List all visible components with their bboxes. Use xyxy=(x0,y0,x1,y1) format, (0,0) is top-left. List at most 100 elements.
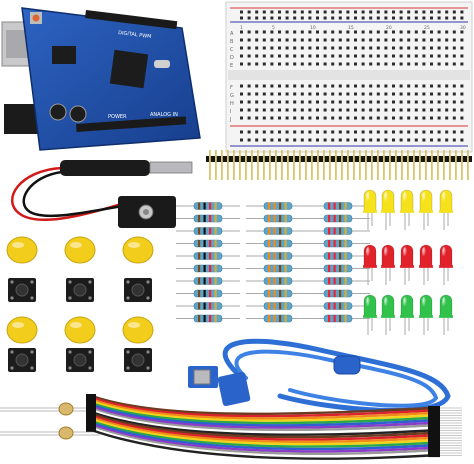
jumper-connector xyxy=(428,446,440,450)
header-pin xyxy=(239,150,241,180)
row-letter: F xyxy=(230,85,233,91)
jumper-connector xyxy=(428,423,440,428)
header-pin xyxy=(299,150,301,180)
jumper-wire xyxy=(90,402,432,425)
button-cap xyxy=(64,236,96,264)
photoresistors xyxy=(0,402,100,440)
led-yellow xyxy=(419,189,433,213)
header-pin xyxy=(233,150,235,180)
header-pin xyxy=(425,150,427,180)
digital-header xyxy=(85,10,178,30)
row-letter: J xyxy=(229,117,231,123)
header-pin xyxy=(431,150,433,180)
led-green xyxy=(381,294,395,318)
jumper-connector xyxy=(86,422,96,427)
header-pin xyxy=(437,150,439,180)
header-pin xyxy=(389,150,391,180)
header-pin xyxy=(383,150,385,180)
jumper-wire xyxy=(90,411,432,436)
analog-header xyxy=(76,116,187,132)
led-group xyxy=(363,189,453,335)
header-pin xyxy=(323,150,325,180)
header-pin xyxy=(449,150,451,180)
header-pin xyxy=(413,150,415,180)
led-green xyxy=(439,294,453,318)
jumper-connector xyxy=(86,413,96,418)
header-pin xyxy=(329,150,331,180)
row-letter: H xyxy=(230,101,234,107)
column-number: 20 xyxy=(386,25,392,31)
jumper-connector xyxy=(86,395,96,400)
jumper-connector xyxy=(428,408,440,413)
led-red xyxy=(400,244,414,268)
header-pin xyxy=(275,150,277,180)
led-red xyxy=(381,244,395,268)
jumper-wire xyxy=(90,429,432,460)
jumper-connector xyxy=(428,431,440,435)
button-cap xyxy=(6,316,38,344)
jumper-wire-bundle xyxy=(86,394,462,460)
button-cap xyxy=(122,236,154,264)
usb-cable-ferrite xyxy=(333,355,361,375)
jumper-connector xyxy=(86,428,96,432)
jumper-connector xyxy=(428,413,440,418)
jumper-wire xyxy=(90,412,432,439)
column-number: 10 xyxy=(310,25,316,31)
led-yellow xyxy=(439,189,453,213)
header-pin xyxy=(455,150,457,180)
jumper-wire xyxy=(90,394,432,416)
pin-header-strip xyxy=(206,150,472,180)
jumper-connector xyxy=(428,406,440,410)
jumper-connector xyxy=(428,451,440,455)
jumper-wire xyxy=(90,405,432,429)
jumper-wire xyxy=(90,420,432,448)
jumper-connector xyxy=(86,404,96,409)
header-pin xyxy=(443,150,445,180)
arduino-board: DIGITAL PWM POWER ANALOG IN xyxy=(1,7,201,151)
photoresistor xyxy=(58,402,74,416)
jumper-connector xyxy=(428,421,440,425)
header-pin xyxy=(347,150,349,180)
led-green xyxy=(419,294,433,318)
row-letter: D xyxy=(230,55,234,61)
barrel-plug-body xyxy=(60,160,150,176)
header-pin xyxy=(209,150,211,180)
jumper-connector xyxy=(428,428,440,433)
header-pin xyxy=(263,150,265,180)
jumper-connector xyxy=(428,441,440,445)
header-pin xyxy=(215,150,217,180)
jumper-wire xyxy=(90,418,432,446)
header-pin xyxy=(245,150,247,180)
row-letter: G xyxy=(230,93,234,99)
jumper-connector xyxy=(428,436,440,440)
header-pin xyxy=(407,150,409,180)
jumper-connector xyxy=(428,411,440,415)
board-brand-text: DIGITAL PWM xyxy=(118,30,152,40)
led-red xyxy=(439,244,453,268)
led-yellow xyxy=(381,189,395,213)
jumper-connector xyxy=(428,438,440,443)
column-number: 15 xyxy=(348,25,354,31)
jumper-wire xyxy=(90,403,432,427)
usb-a-plug xyxy=(217,371,251,407)
header-pin xyxy=(335,150,337,180)
breadboard: A B C D E F G H I J 1 5 10 15 20 25 30 xyxy=(225,1,473,153)
row-letter: B xyxy=(230,39,234,45)
board-power-text: POWER xyxy=(108,114,127,120)
header-pin xyxy=(341,150,343,180)
header-pin xyxy=(419,150,421,180)
header-pin xyxy=(227,150,229,180)
button-cap xyxy=(6,236,38,264)
jumper-wire xyxy=(90,423,432,453)
led-red xyxy=(363,244,377,268)
header-pin xyxy=(377,150,379,180)
header-pin xyxy=(371,150,373,180)
jumper-wire xyxy=(90,416,432,444)
row-letter: A xyxy=(230,31,234,37)
jumper-wire xyxy=(90,409,432,434)
header-pin xyxy=(467,150,469,180)
jumper-connector xyxy=(428,418,440,423)
jumper-wire xyxy=(90,396,432,418)
header-pin xyxy=(281,150,283,180)
